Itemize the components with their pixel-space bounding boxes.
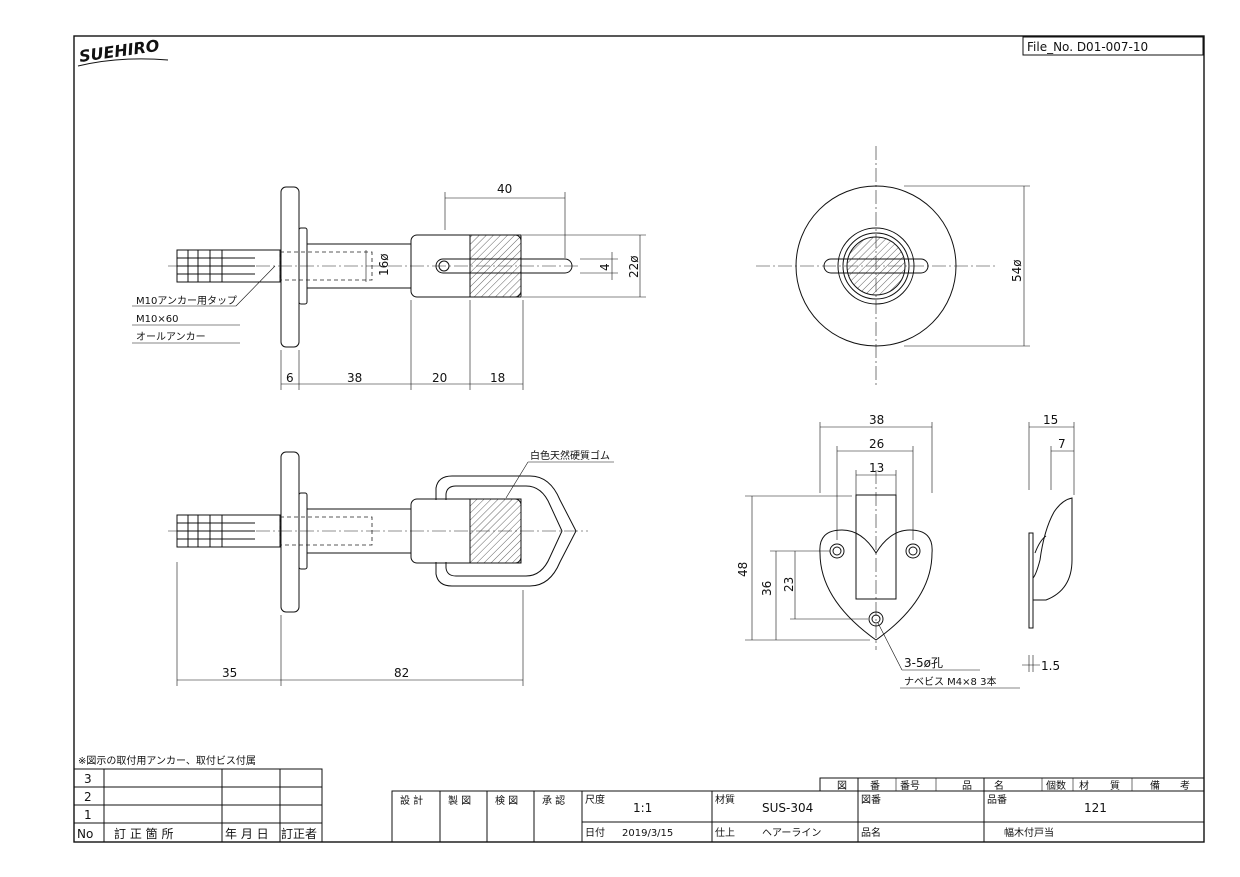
hdr-zu: 図	[837, 780, 847, 792]
approval-design: 設 計	[400, 794, 423, 807]
dim-22-dia: 22ø	[627, 255, 641, 278]
hole-label: 3-5ø孔	[904, 656, 943, 670]
scale-value: 1:1	[633, 801, 652, 815]
profile-view	[1022, 422, 1075, 672]
rev-header-date: 年 月 日	[225, 827, 269, 841]
side-view	[168, 451, 614, 686]
dim-38-bracket: 38	[869, 413, 884, 427]
rev-header-no: No	[77, 827, 93, 841]
tap-label: M10アンカー用タップ	[136, 295, 237, 307]
rev-header-correction: 訂 正 箇 所	[114, 826, 173, 841]
dim-48: 48	[736, 562, 750, 577]
bracket-view	[745, 422, 1020, 689]
dim-7: 7	[1058, 437, 1066, 451]
file-no: File_No. D01-007-10	[1027, 40, 1148, 54]
logo-text: SUEHIRO	[78, 36, 161, 66]
hdr-bangou: 番号	[900, 780, 920, 792]
dim-35: 35	[222, 666, 237, 680]
dim-36: 36	[760, 581, 774, 596]
anchor-type: オールアンカー	[136, 331, 206, 343]
drawing-no-label: 図番	[861, 794, 881, 806]
dim-1-5: 1.5	[1041, 659, 1060, 673]
screw-label: ナベビス M4×8 3本	[904, 675, 996, 688]
dim-15: 15	[1043, 413, 1058, 427]
dim-23: 23	[782, 577, 796, 592]
anchor-size: M10×60	[136, 314, 178, 325]
dim-20: 20	[432, 371, 447, 385]
hdr-kou: 考	[1180, 780, 1190, 792]
part-no-label: 品番	[987, 794, 1007, 806]
rev-header-corrector: 訂正者	[281, 826, 317, 841]
rubber-label: 白色天然硬質ゴム	[530, 449, 610, 462]
dim-4: 4	[598, 263, 612, 271]
approval-drafting: 製 図	[448, 794, 471, 807]
hdr-kosuu: 個数	[1046, 779, 1066, 792]
rev-row-3: 3	[84, 772, 92, 786]
hdr-hin: 品	[962, 780, 972, 792]
hdr-mei: 名	[994, 779, 1004, 792]
title-block	[391, 777, 1205, 843]
dim-38: 38	[347, 371, 362, 385]
date-label: 日付	[585, 826, 605, 839]
hdr-bi: 備	[1150, 779, 1160, 792]
dim-6: 6	[286, 371, 294, 385]
suehiro-logo: SUEHIRO	[77, 36, 169, 67]
file-no-box	[1022, 36, 1204, 56]
approval-check: 検 図	[495, 794, 518, 807]
product-label: 品名	[861, 826, 881, 839]
dim-40: 40	[497, 182, 512, 196]
dim-54-dia: 54ø	[1010, 259, 1024, 282]
top-view	[132, 186, 646, 390]
material-value: SUS-304	[762, 801, 813, 815]
finish-label: 仕上	[715, 826, 735, 839]
revision-table	[73, 768, 323, 843]
dim-26: 26	[869, 437, 884, 451]
finish-value: ヘアーライン	[762, 827, 821, 839]
dim-13: 13	[869, 461, 884, 475]
scale-label: 尺度	[585, 793, 605, 806]
dim-82: 82	[394, 666, 409, 680]
drawing-frame	[73, 35, 1205, 843]
product-value: 幅木付戸当	[1004, 826, 1054, 839]
hdr-ban: 番	[870, 780, 880, 792]
dim-18: 18	[490, 371, 505, 385]
approval-approve: 承 認	[542, 794, 565, 807]
front-view	[756, 146, 1030, 386]
part-no-value: 121	[1084, 801, 1107, 815]
date-value: 2019/3/15	[622, 828, 673, 839]
material-label: 材質	[715, 793, 735, 806]
hdr-zai: 材	[1079, 779, 1089, 792]
rev-row-2: 2	[84, 790, 92, 804]
dim-16-dia: 16ø	[377, 253, 391, 276]
bottom-note: ※図示の取付用アンカー、取付ビス付属	[78, 754, 256, 767]
hdr-shitsu: 質	[1110, 779, 1120, 792]
rev-row-1: 1	[84, 808, 92, 822]
